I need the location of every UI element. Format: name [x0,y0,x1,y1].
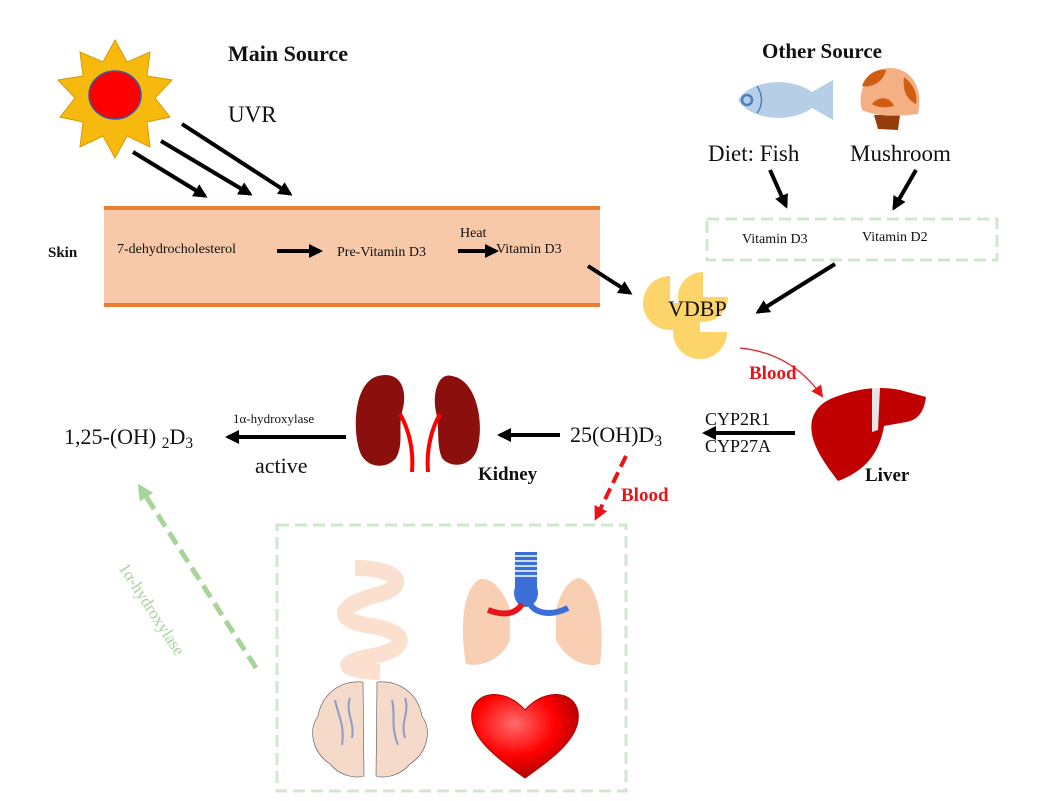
box-vitamin-d3: Vitamin D3 [742,232,808,247]
enzyme-cyp27a: CYP27A [705,436,772,456]
skin-to-vdbp-arrow [586,264,633,295]
uvr-arrow [131,150,208,198]
enzyme-cyp2r1: CYP2R1 [705,409,771,429]
kidney-label: Kidney [478,464,538,485]
blood-flow-arrow-2 [594,455,628,521]
other-source-box [705,217,999,262]
liver-icon [811,388,926,481]
mushroom-to-box-arrow [892,168,918,211]
skin-step-7-dehydrocholesterol: 7-dehydrocholesterol [117,242,236,257]
liver-label: Liver [865,465,910,486]
tissue-activation-arrow [137,483,259,670]
active-label: active [255,453,308,478]
uvr-arrow [180,122,293,196]
vdbp-label: VDBP [668,296,727,321]
intestine-icon [337,560,408,680]
main-source-title: Main Source [228,41,348,66]
kidney-enzyme-label: 1α-hydroxylase [233,411,315,426]
sun-icon [56,38,174,160]
metabolite-base: 25(OH)D [570,422,655,447]
mushroom-icon [860,68,920,130]
skin-layer [104,206,600,307]
box-vitamin-d2: Vitamin D2 [862,230,928,245]
brain-icon [312,681,428,778]
fish-icon [738,80,833,120]
skin-step-pre-vitamin-d3: Pre-Vitamin D3 [337,245,426,260]
lungs-icon [462,552,602,665]
metabolite-25ohd3: 25(OH)D3 [570,422,662,450]
kidney-icon [355,374,480,473]
other-source-title: Other Source [762,39,882,63]
fish-label: Diet: Fish [708,141,800,166]
blood-label-1: Blood [749,363,797,384]
active-form-sub1: 2 [161,434,170,452]
active-form-125-oh2-d3: 1,25-(OH) 2D3 [64,424,193,452]
blood-flow-arrow-1 [739,347,824,398]
box-to-vdbp-arrow [755,262,837,314]
active-form-mid: D [169,424,186,449]
heat-label: Heat [460,226,487,241]
uvr-arrow [159,139,253,196]
uvr-arrows [131,122,293,198]
blood-label-2: Blood [621,485,669,506]
vdbp-protein-icon [643,272,728,359]
metabolite-subscript: 3 [654,432,663,450]
heart-icon [471,694,579,779]
uvr-label: UVR [228,102,277,127]
fish-to-box-arrow [768,169,788,209]
active-form-prefix: 1,25-(OH) [64,424,162,449]
skin-label: Skin [48,245,78,261]
skin-step-vitamin-d3: Vitamin D3 [496,242,562,257]
mushroom-label: Mushroom [850,141,951,166]
active-form-sub2: 3 [185,434,194,452]
